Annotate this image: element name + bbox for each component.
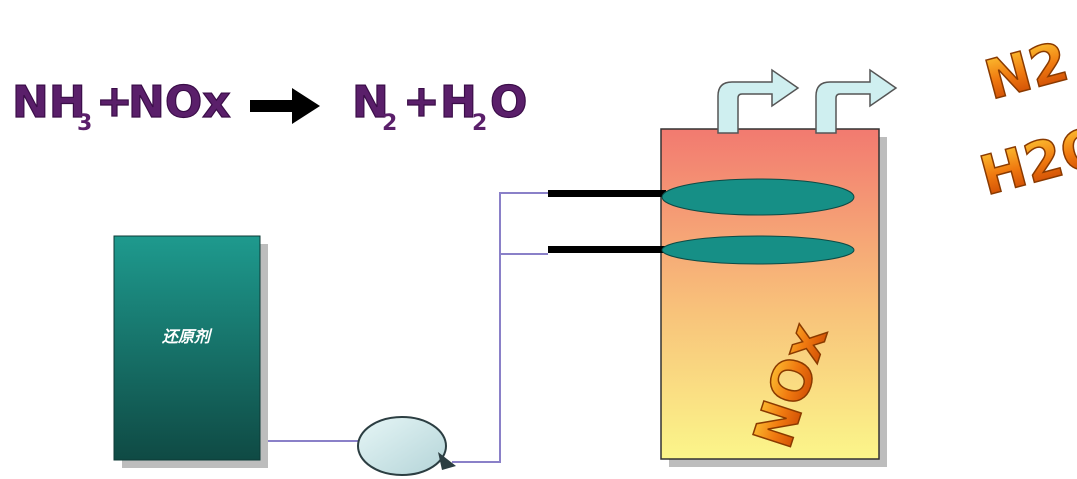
- equation-product-h2o-subscript: 2: [472, 111, 487, 136]
- exhaust-arrows: [717, 68, 898, 134]
- reaction-equation: NH 3 + NOx N 2 + H 2 O: [11, 75, 528, 136]
- reductant-tank-body: [113, 235, 261, 461]
- equation-product-n2: N: [352, 77, 389, 128]
- spray-nozzle-upper: [661, 178, 855, 216]
- injection-lance-upper: [548, 190, 666, 197]
- pump: [357, 416, 456, 476]
- equation-plus-2: +: [403, 76, 440, 127]
- spray-nozzle-lower: [661, 235, 855, 265]
- exhaust-arrow-left-icon: [717, 68, 800, 134]
- equation-reactant-nh3: NH: [12, 77, 86, 128]
- reaction-arrow-icon: [250, 88, 320, 124]
- output-h2o: H2O: [974, 114, 1077, 208]
- equation-product-h2o-h: H: [440, 77, 477, 128]
- feed-pipes: [260, 192, 548, 463]
- exhaust-arrow-right-icon: [815, 68, 898, 134]
- outputs: N2 H2O: [973, 29, 1077, 209]
- pipe-pump-to-riser: [452, 192, 548, 463]
- reductant-tank-label: 还原剂: [161, 327, 213, 346]
- reductant-tank: 还原剂: [113, 235, 268, 468]
- equation-product-h2o-o: O: [490, 77, 527, 128]
- equation-plus-1: +: [96, 76, 133, 127]
- equation-product-n2-subscript: 2: [382, 111, 397, 136]
- scr-reactor: NOx: [548, 128, 887, 467]
- equation-reactant-nox: NOx: [128, 77, 231, 128]
- injection-lance-lower: [548, 246, 666, 253]
- output-n2: N2: [978, 30, 1074, 112]
- equation-reactant-nh3-subscript: 3: [77, 111, 92, 136]
